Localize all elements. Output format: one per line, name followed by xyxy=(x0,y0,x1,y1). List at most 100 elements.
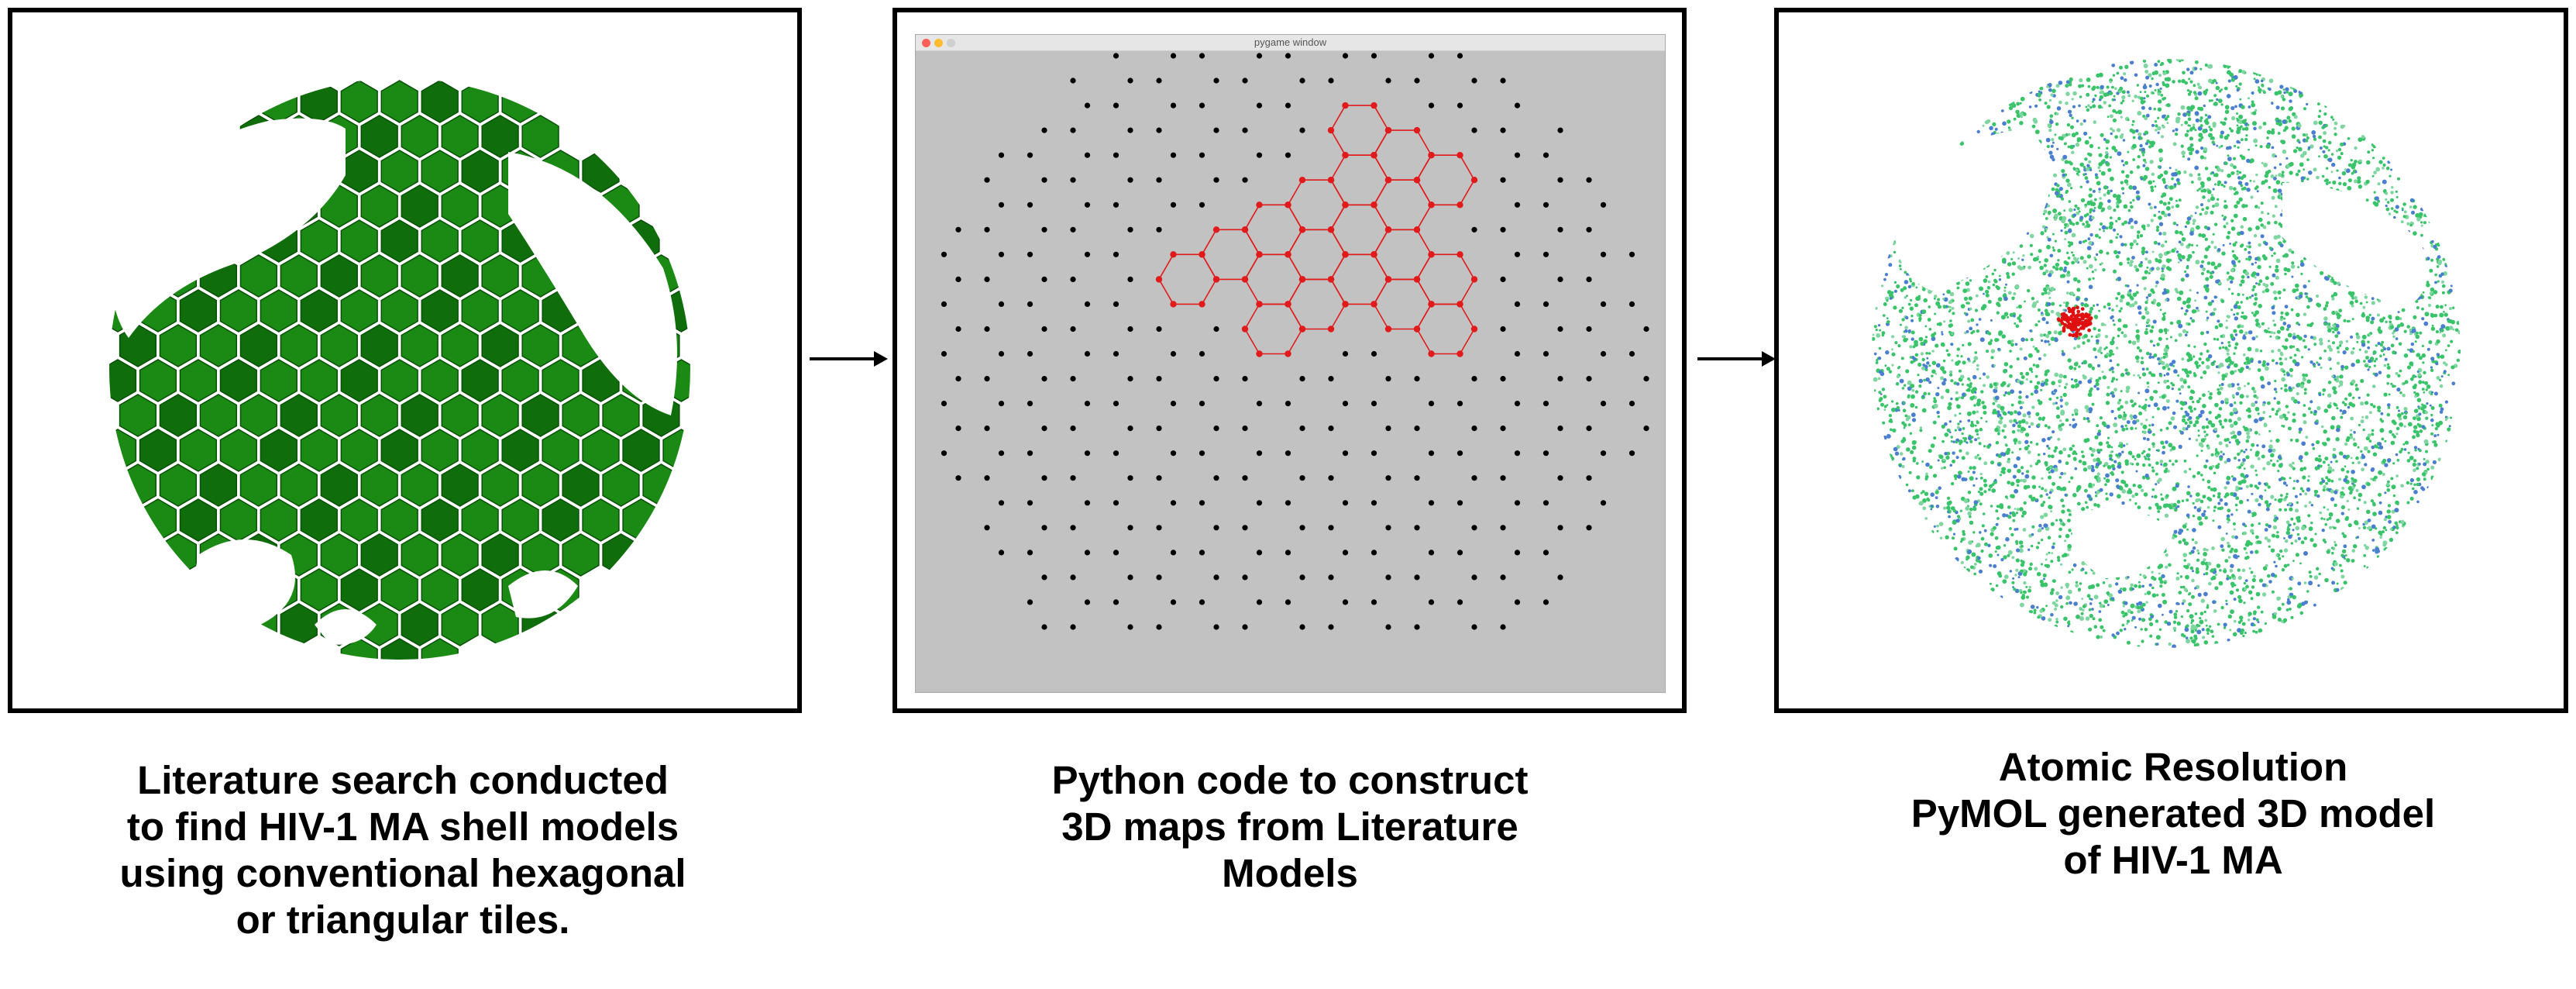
atom xyxy=(2012,586,2014,588)
atom xyxy=(2165,332,2168,335)
atom xyxy=(1937,415,1940,419)
atom xyxy=(2302,339,2306,343)
atom xyxy=(2115,219,2118,222)
atom xyxy=(2213,102,2218,106)
atom xyxy=(2251,100,2254,104)
atom xyxy=(2155,635,2161,640)
atom xyxy=(2120,187,2125,191)
atom xyxy=(2248,296,2252,299)
atom xyxy=(2164,77,2168,81)
atom xyxy=(2197,176,2202,181)
atom xyxy=(2258,417,2263,422)
hexagon-tile xyxy=(179,498,218,542)
atom xyxy=(2258,494,2263,499)
atom xyxy=(2361,455,2366,460)
atom xyxy=(2084,140,2089,145)
atom xyxy=(2117,494,2121,499)
hexagon-tile xyxy=(542,498,580,542)
lattice-dot xyxy=(1256,550,1263,556)
atom xyxy=(2308,570,2312,574)
atom xyxy=(2419,429,2423,433)
lattice-dot xyxy=(1113,251,1119,257)
selected-vertex xyxy=(1170,301,1177,308)
atom xyxy=(2213,308,2217,312)
atom xyxy=(2134,73,2138,78)
atom xyxy=(2086,180,2089,184)
atom xyxy=(1947,405,1952,411)
atom xyxy=(2134,427,2137,430)
atom xyxy=(2089,188,2093,191)
atom xyxy=(2131,417,2134,420)
lattice-dot xyxy=(1070,426,1076,432)
atom xyxy=(2255,73,2258,76)
atom xyxy=(2033,119,2038,124)
atom xyxy=(2371,445,2375,450)
atom xyxy=(2286,324,2292,329)
lattice-dot xyxy=(1113,450,1119,457)
atom xyxy=(1906,447,1911,452)
atom xyxy=(2193,84,2196,88)
atom xyxy=(2406,459,2411,463)
atom xyxy=(2193,91,2197,95)
hexagon-tile xyxy=(260,289,297,333)
atom xyxy=(1989,582,1992,585)
hexagon-tile xyxy=(441,463,479,507)
atom xyxy=(2203,157,2206,160)
atom xyxy=(2292,359,2297,364)
atom xyxy=(1942,293,1945,296)
atom xyxy=(2439,410,2444,414)
atom xyxy=(2255,272,2260,277)
atom xyxy=(2237,452,2241,457)
atom xyxy=(1885,350,1890,355)
atom xyxy=(2190,629,2195,634)
atom xyxy=(2135,190,2140,195)
atom xyxy=(2130,246,2133,250)
atom xyxy=(2058,535,2062,539)
atom xyxy=(1993,278,1997,282)
selected-hexagon xyxy=(1287,229,1346,281)
atom xyxy=(2254,348,2259,353)
atom xyxy=(2378,160,2383,164)
atom xyxy=(2343,477,2347,483)
selected-vertex xyxy=(1342,251,1349,258)
atom xyxy=(2205,571,2209,576)
hexagonal-shell-model-render xyxy=(109,80,690,660)
atom xyxy=(2211,635,2215,638)
atom xyxy=(2383,347,2387,351)
atom xyxy=(1959,412,1962,415)
atom xyxy=(2278,557,2282,560)
atom xyxy=(2440,354,2445,360)
atom xyxy=(2066,280,2070,284)
atom xyxy=(2126,257,2131,261)
atom xyxy=(1947,496,1951,500)
atom xyxy=(1988,488,1991,491)
atom xyxy=(2048,618,2052,622)
close-button[interactable] xyxy=(922,39,930,47)
atom xyxy=(2210,240,2214,244)
atom xyxy=(2024,300,2026,303)
hexagon-tile xyxy=(159,394,198,437)
atom xyxy=(2182,538,2186,543)
atom xyxy=(2047,204,2050,208)
atom xyxy=(2045,493,2048,496)
atom xyxy=(2433,313,2438,318)
lattice-dot xyxy=(1328,376,1334,382)
minimize-button[interactable] xyxy=(934,39,943,47)
atom xyxy=(1931,350,1935,353)
atom xyxy=(2243,353,2246,357)
hexagon-tile xyxy=(401,184,439,228)
atom xyxy=(2319,357,2322,360)
atom xyxy=(2344,475,2348,479)
atom xyxy=(2308,501,2312,505)
atom xyxy=(1899,323,1902,326)
zoom-button[interactable] xyxy=(947,39,955,47)
lattice-dot xyxy=(1385,624,1391,630)
atom xyxy=(2188,243,2191,246)
lattice-dot xyxy=(1199,53,1205,59)
atom xyxy=(2124,78,2127,82)
atom xyxy=(2234,439,2239,443)
atom xyxy=(2226,457,2231,463)
atom xyxy=(2023,572,2027,577)
atom xyxy=(2279,357,2282,360)
atom xyxy=(2149,160,2154,164)
